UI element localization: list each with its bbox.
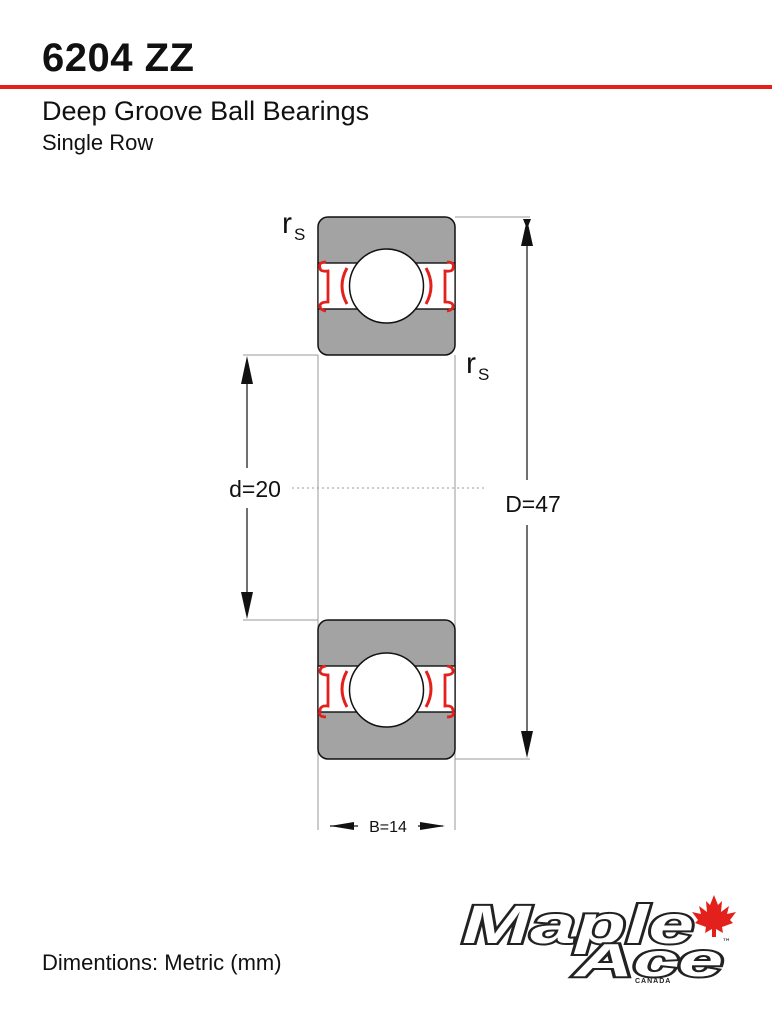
row-type: Single Row [42,130,154,155]
logo-word-maple: Maple [462,895,694,955]
extension-lines [243,216,530,830]
radius-label-bottom: r S [466,347,489,384]
bore-diameter-dimension: d=20 [229,356,281,619]
units-note: Dimentions: Metric (mm) [42,950,282,975]
bore-diameter-label: d=20 [229,476,281,502]
logo-word-ace: Ace [573,934,723,986]
top-right-cage [424,267,433,305]
radius-label-top: r S [282,207,305,244]
top-left-cage [340,267,349,305]
radius-subscript-top: S [294,225,305,244]
bottom-right-cage [424,670,433,708]
logo-country: CANADA [635,978,671,985]
outer-diameter-dimension: D=47 [505,219,561,758]
logo-trademark: ™ [722,938,731,948]
bottom-ball [348,652,425,728]
radius-letter-top: r [282,207,292,240]
brand-logo: Maple Ace CANADA ™ [460,893,736,988]
title-divider [0,85,772,89]
bottom-left-shield [318,664,330,719]
radius-subscript-bottom: S [478,365,489,384]
radius-letter-bottom: r [466,347,476,380]
bottom-bearing-section [317,619,456,760]
top-ball [348,248,425,324]
part-number-title: 6204 ZZ [42,36,195,80]
maple-leaf-icon [692,895,736,937]
outer-diameter-label: D=47 [505,491,561,517]
top-bearing-section [317,216,456,356]
width-dimension: B=14 [330,819,445,836]
bottom-right-shield [443,664,455,719]
top-left-shield [318,260,330,313]
bottom-left-cage [340,670,349,708]
top-right-shield [443,260,455,313]
product-type: Deep Groove Ball Bearings [42,96,370,126]
width-label: B=14 [369,819,407,836]
